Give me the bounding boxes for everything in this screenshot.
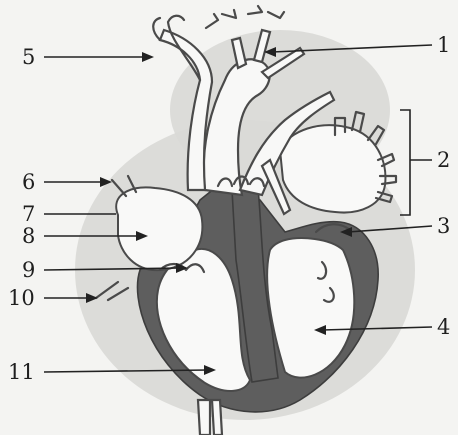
label-10: 10 bbox=[8, 286, 35, 310]
inferior-vena-cava bbox=[198, 400, 210, 435]
label-3: 3 bbox=[437, 214, 450, 238]
label-6: 6 bbox=[22, 170, 35, 194]
descending-aorta bbox=[212, 400, 222, 435]
label-5: 5 bbox=[22, 45, 35, 69]
label-9: 9 bbox=[22, 258, 35, 282]
right-atrium bbox=[116, 187, 202, 270]
left-atrium-bracket bbox=[400, 110, 432, 215]
label-11: 11 bbox=[8, 360, 35, 384]
label-1: 1 bbox=[437, 33, 450, 57]
label-8: 8 bbox=[22, 224, 35, 248]
label-7: 7 bbox=[22, 202, 35, 226]
label-2: 2 bbox=[437, 148, 450, 172]
label-4: 4 bbox=[437, 315, 450, 339]
